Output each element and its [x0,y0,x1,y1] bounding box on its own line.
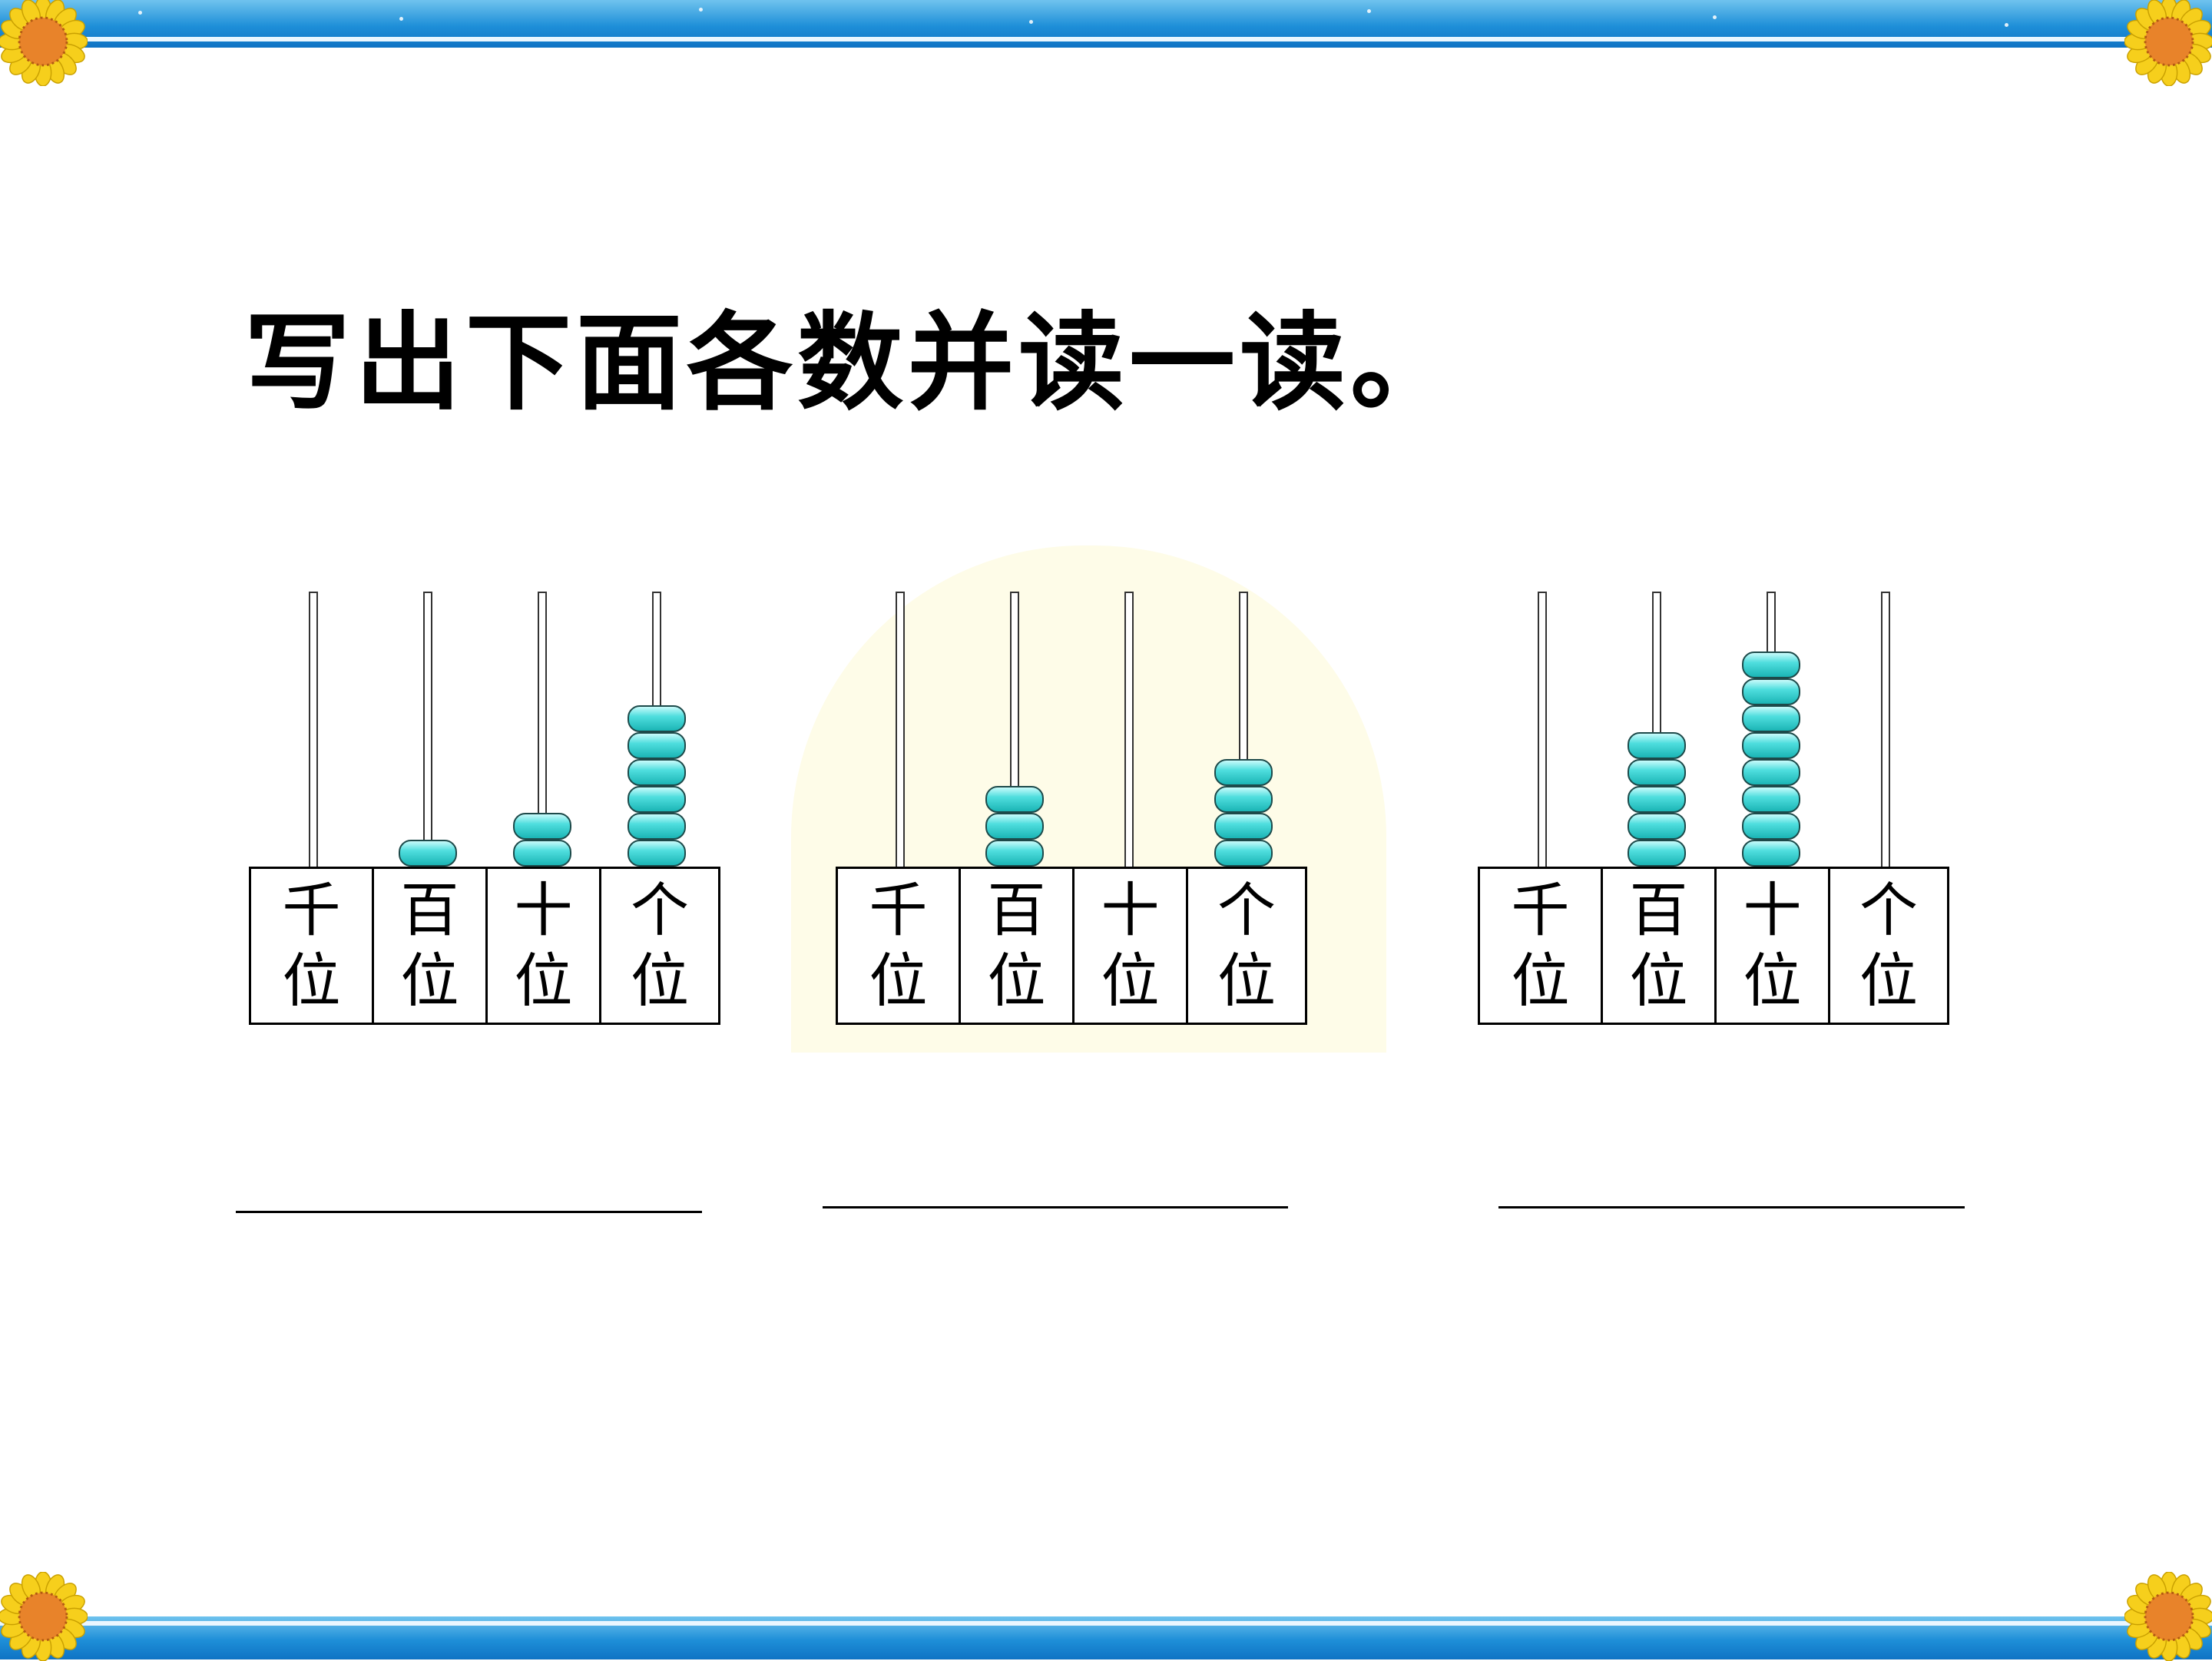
place-label-ones: 个位 [1859,876,1918,1015]
rod-ones [1881,592,1890,872]
sparkle [699,8,703,12]
bead-ones [628,705,686,732]
bead-tens [1742,651,1800,678]
rod-hundreds [423,592,432,872]
place-label-ones: 个位 [631,876,689,1015]
sparkle [138,11,142,15]
place-label-hundreds: 百位 [1603,869,1717,1023]
place-label-tens: 十位 [1717,869,1830,1023]
bead-tens [1742,786,1800,813]
bottom-border-band [0,1616,2212,1659]
instruction-title: 写出下面各数并读一读。 [244,300,1462,425]
bead-ones [628,840,686,867]
abacus-3: 千位 百位 十位 个位 [1478,584,1954,1029]
bead-hundreds [1628,759,1686,786]
rod-thousands [309,592,318,872]
bead-ones [628,813,686,840]
place-value-table: 千位 百位 十位 个位 [836,867,1307,1025]
bead-tens [513,840,571,867]
sunflower-icon [0,0,88,86]
bead-tens [513,813,571,840]
bead-hundreds [1628,813,1686,840]
sunflower-icon [2124,0,2212,86]
bead-ones [1214,813,1273,840]
sunflower-icon [0,1572,88,1661]
bead-ones [1214,786,1273,813]
bead-tens [1742,705,1800,732]
bead-tens [1742,678,1800,705]
place-value-table: 千位 百位 十位 个位 [1478,867,1949,1025]
bead-ones [628,759,686,786]
place-label-hundreds: 百位 [961,869,1075,1023]
sparkle [1713,15,1717,19]
sunflower-icon [2124,1572,2212,1661]
sparkle [2005,23,2008,27]
bead-ones [1214,759,1273,786]
bead-ones [628,786,686,813]
bead-hundreds [985,813,1044,840]
bead-ones [1214,840,1273,867]
bead-tens [1742,732,1800,759]
answer-blank-1[interactable] [236,1211,702,1213]
bead-tens [1742,813,1800,840]
place-label-thousands: 千位 [838,869,961,1023]
bead-ones [628,732,686,759]
place-value-table: 千位 百位 十位 个位 [249,867,720,1025]
bead-hundreds [985,840,1044,867]
sparkle [1367,9,1371,13]
bead-tens [1742,759,1800,786]
top-band-stripe [0,37,2212,41]
abacus-2: 千位 百位 十位 个位 [836,584,1312,1029]
bead-hundreds [985,786,1044,813]
sparkle [1029,20,1033,24]
rod-thousands [896,592,905,872]
answer-blank-3[interactable] [1498,1206,1965,1208]
bead-tens [1742,840,1800,867]
bead-hundreds [1628,786,1686,813]
abacus-1: 千位 百位 十位 个位 [249,584,725,1029]
bottom-band-stripe [0,1621,2212,1626]
sparkle [399,17,403,21]
place-label-thousands: 千位 [251,869,374,1023]
bead-hundreds [1628,840,1686,867]
place-label-tens: 十位 [1075,869,1188,1023]
place-label-tens: 十位 [488,869,601,1023]
rod-thousands [1538,592,1547,872]
place-label-thousands: 千位 [1480,869,1603,1023]
bead-hundreds [1628,732,1686,759]
place-label-ones: 个位 [1217,876,1276,1015]
top-border-band [0,0,2212,48]
answer-blank-2[interactable] [823,1206,1288,1208]
bead-hundreds [399,840,457,867]
rod-tens [1124,592,1134,872]
place-label-hundreds: 百位 [374,869,488,1023]
